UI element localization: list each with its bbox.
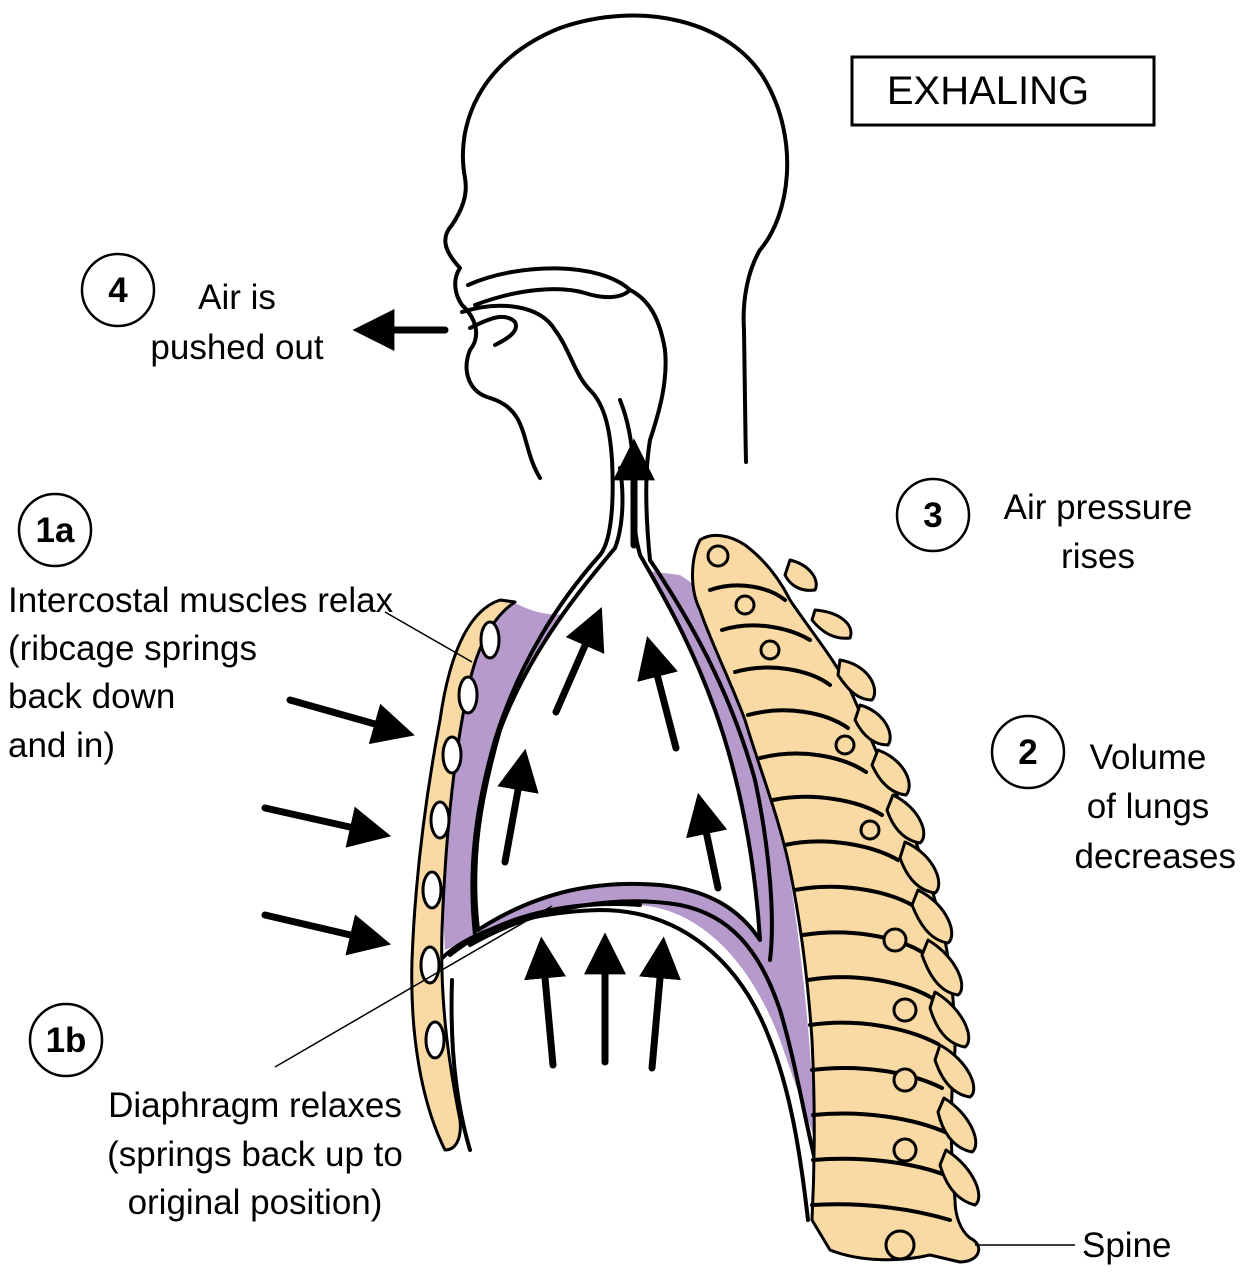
rib-arrow-3 <box>265 915 372 940</box>
external-arrows <box>265 330 445 940</box>
spine-label: Spine <box>1082 1226 1172 1265</box>
step-2-line1: Volume <box>1090 738 1207 777</box>
rib-arrow-2 <box>265 808 372 832</box>
step-1b-line3: original position) <box>128 1183 383 1222</box>
step-2-line3: decreases <box>1075 837 1236 876</box>
head-neck-outline <box>445 16 787 560</box>
step-1a-line3: back down <box>8 677 175 716</box>
step-1b: 1b Diaphragm relaxes (springs back up to… <box>30 1004 403 1222</box>
rib-arrow-1 <box>290 700 396 730</box>
step-1b-line2: (springs back up to <box>107 1135 403 1174</box>
step-1b-line1: Diaphragm relaxes <box>108 1086 402 1125</box>
step-1a-number: 1a <box>36 511 75 550</box>
step-2-line2: of lungs <box>1087 787 1210 826</box>
step-3-number: 3 <box>923 496 942 535</box>
step-4: 4 Air is pushed out <box>82 254 324 367</box>
step-4-line1: Air is <box>198 278 276 317</box>
step-4-line2: pushed out <box>150 328 323 367</box>
step-4-number: 4 <box>108 271 128 310</box>
step-2: 2 Volume of lungs decreases <box>992 716 1236 876</box>
step-1a-line4: and in) <box>8 726 115 765</box>
title-box: EXHALING <box>852 57 1154 125</box>
step-1a-line1: Intercostal muscles relax <box>8 581 394 620</box>
step-1a: 1a Intercostal muscles relax (ribcage sp… <box>8 494 394 765</box>
step-3-line1: Air pressure <box>1004 488 1193 527</box>
step-1a-line2: (ribcage springs <box>8 629 257 668</box>
step-1b-number: 1b <box>46 1021 87 1060</box>
step-3-line2: rises <box>1061 537 1135 576</box>
step-2-number: 2 <box>1018 733 1037 772</box>
step-3: 3 Air pressure rises <box>897 479 1192 576</box>
title-text: EXHALING <box>887 69 1089 113</box>
